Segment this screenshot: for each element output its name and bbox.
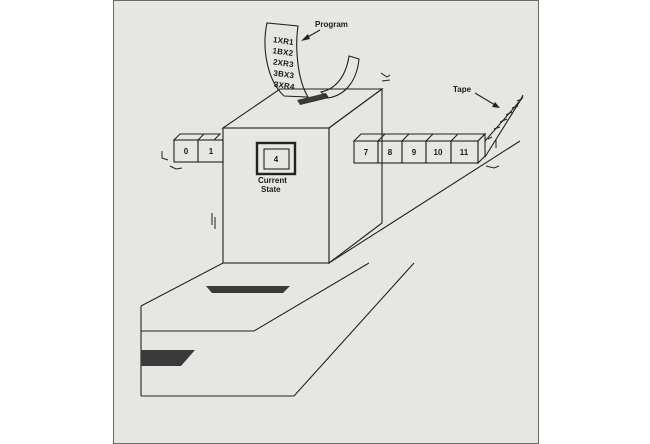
- program-line-1: 1XR1: [273, 35, 295, 47]
- diagram-canvas: 0 1 7 8 9 10 11 4 Current State 1XR1 1BX…: [140, 20, 524, 397]
- current-state-value: 4: [274, 155, 279, 164]
- tape-arrowhead: [492, 102, 500, 108]
- program-line-3: 2XR3: [272, 57, 294, 69]
- tape-right-extension: [484, 94, 524, 158]
- base-platform: [140, 140, 521, 397]
- turing-machine-illustration: 0 1 7 8 9 10 11 4 Current State 1XR1 1BX…: [113, 0, 539, 444]
- tape-cell-8: 8: [388, 148, 393, 157]
- tape-cell-1: 1: [209, 147, 214, 156]
- tape-left: 0 1: [172, 133, 224, 163]
- motion-marks: [161, 72, 500, 229]
- tape-arrow: [474, 92, 496, 106]
- current-state-label-line2: State: [261, 185, 281, 194]
- machine-box: [221, 87, 384, 265]
- platform-slot-near: [141, 350, 195, 366]
- tape-cell-7: 7: [364, 148, 369, 157]
- program-arrowhead: [301, 34, 310, 41]
- program-line-5: 3XR4: [273, 80, 295, 92]
- current-state-display: 4 Current State: [255, 141, 297, 194]
- program-slot: [297, 93, 329, 105]
- tape-right: 7 8 9 10 11: [352, 132, 487, 165]
- tape-label: Tape: [453, 85, 472, 94]
- platform-slot-far: [206, 286, 290, 293]
- current-state-label-line1: Current: [258, 176, 287, 185]
- program-line-4: 3BX3: [273, 69, 295, 81]
- tape-cell-0: 0: [184, 147, 189, 156]
- program-paper: 1XR1 1BX2 2XR3 3BX3 3XR4: [264, 22, 360, 99]
- program-line-2: 1BX2: [272, 46, 294, 58]
- program-label: Program: [315, 20, 348, 29]
- tape-callout: Tape: [453, 85, 500, 108]
- tape-cell-10: 10: [434, 148, 443, 157]
- tape-cell-11: 11: [460, 148, 469, 157]
- program-callout: Program: [301, 20, 348, 41]
- tape-cell-9: 9: [412, 148, 417, 157]
